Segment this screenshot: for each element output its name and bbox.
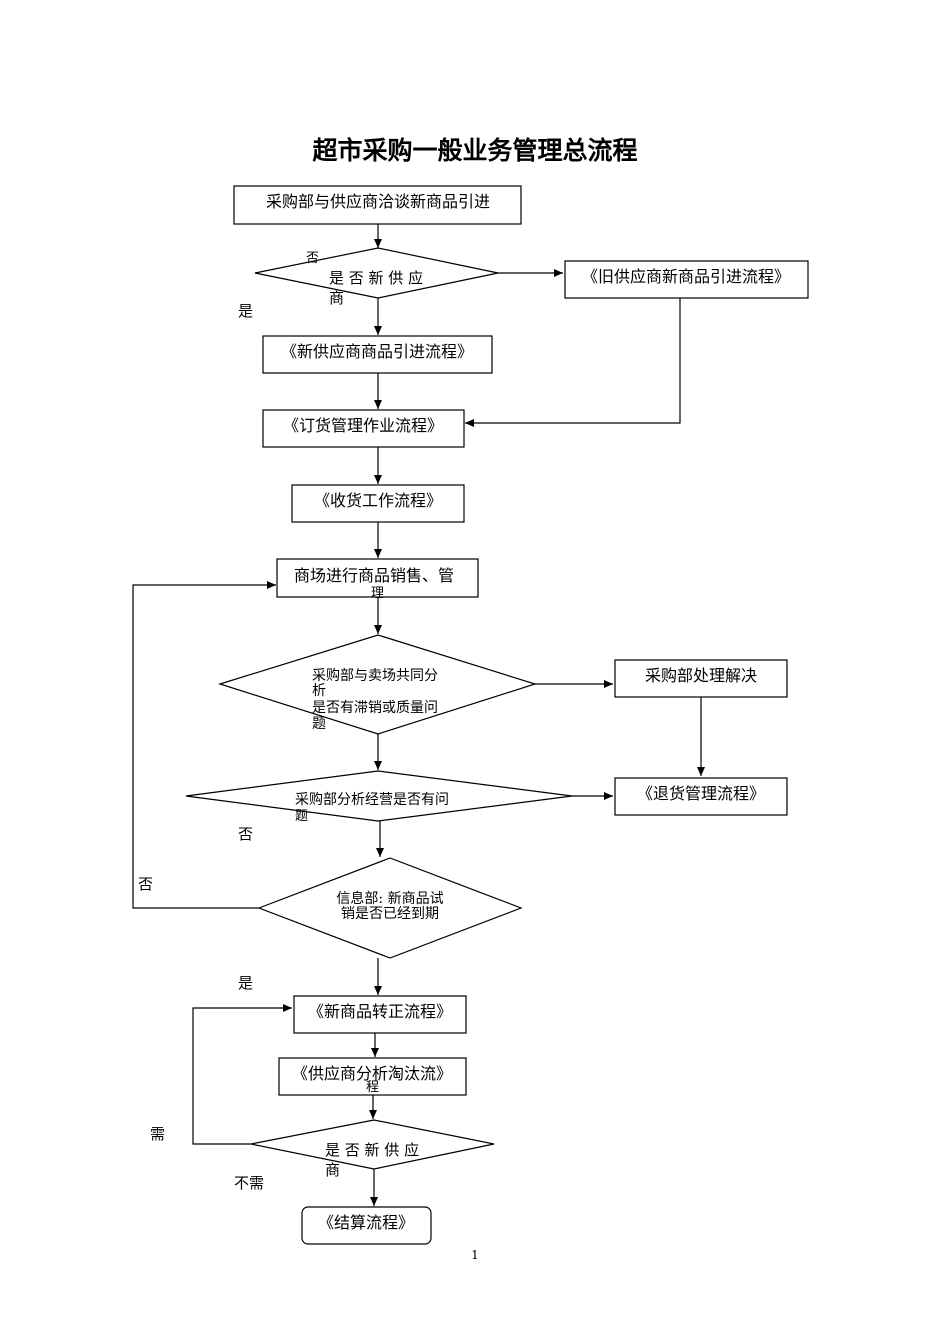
node-old-supplier-flow: 《旧供应商新商品引进流程》	[564, 260, 809, 299]
node-return-flow: 《退货管理流程》	[614, 777, 788, 816]
node-negotiate-label: 采购部与供应商洽谈新商品引进	[266, 192, 490, 211]
node-settle-flow-label: 《结算流程》	[318, 1213, 414, 1232]
arrow-q2-back-to-formal	[192, 1004, 292, 1145]
node-purchase-handle-label: 采购部处理解决	[645, 666, 757, 685]
node-negotiate: 采购部与供应商洽谈新商品引进	[233, 185, 522, 225]
label-yes-1: 是	[238, 302, 253, 320]
decision-trial-line2: 销是否已经到期	[341, 906, 439, 922]
node-new-supplier-flow: 《新供应商商品引进流程》	[262, 335, 493, 374]
decision-operation-line1: 采购部分析经营是否有问	[295, 792, 449, 808]
node-order-flow: 《订货管理作业流程》	[262, 409, 465, 448]
connectors	[132, 224, 705, 1206]
node-sales: 商场进行商品销售、管 理	[276, 558, 479, 601]
node-formal-flow: 《新商品转正流程》	[293, 995, 467, 1034]
arrow-old-flow-to-order	[465, 298, 681, 427]
decision-quality-line4: 题	[312, 716, 326, 732]
label-no-3: 否	[138, 875, 153, 893]
decision-new-supplier-1-line1: 是 否 新 供 应	[329, 269, 423, 287]
decision-quality-line1: 采购部与卖场共同分	[312, 668, 438, 684]
label-no-2: 否	[238, 825, 253, 843]
decision-quality-line2: 析	[312, 683, 326, 699]
label-need: 需	[150, 1125, 165, 1143]
node-eliminate-flow-line2: 程	[366, 1080, 379, 1095]
node-settle-flow: 《结算流程》	[301, 1206, 432, 1245]
arrow-q-trial-back-to-sales	[132, 581, 276, 909]
node-order-flow-label: 《订货管理作业流程》	[283, 416, 443, 435]
decision-operation: 采购部分析经营是否有问 题	[185, 770, 573, 824]
label-yes-2: 是	[238, 974, 253, 992]
decision-trial-line1: 信息部: 新商品试	[336, 890, 443, 907]
node-return-flow-label: 《退货管理流程》	[637, 784, 765, 803]
label-no-need: 不需	[234, 1174, 264, 1192]
node-old-supplier-flow-label: 《旧供应商新商品引进流程》	[582, 267, 790, 286]
label-no-1: 否	[306, 251, 319, 266]
decision-new-supplier-2-line2: 商	[325, 1161, 340, 1179]
decision-quality: 采购部与卖场共同分 析 是否有滞销或质量问 题	[217, 634, 537, 735]
node-sales-line2: 理	[371, 586, 384, 601]
node-receive-flow: 《收货工作流程》	[291, 484, 465, 523]
decision-quality-line3: 是否有滞销或质量问	[312, 700, 438, 716]
decision-new-supplier-1: 是 否 新 供 应 商	[254, 247, 499, 307]
node-receive-flow-label: 《收货工作流程》	[314, 491, 442, 510]
page-number: 1	[471, 1248, 479, 1262]
decision-new-supplier-2-line1: 是 否 新 供 应	[325, 1141, 419, 1159]
node-eliminate-flow-line1: 《供应商分析淘汰流》	[292, 1064, 452, 1083]
node-purchase-handle: 采购部处理解决	[614, 659, 788, 698]
edge-labels: 否 是 否 否 是 需 不需	[138, 251, 319, 1192]
decision-new-supplier-1-line2: 商	[329, 289, 344, 307]
node-eliminate-flow: 《供应商分析淘汰流》 程	[278, 1057, 467, 1096]
decision-operation-line2: 题	[295, 809, 308, 824]
node-sales-line1: 商场进行商品销售、管	[294, 566, 454, 585]
decision-new-supplier-2: 是 否 新 供 应 商	[250, 1119, 495, 1179]
node-new-supplier-flow-label: 《新供应商商品引进流程》	[281, 342, 473, 361]
page-title: 超市采购一般业务管理总流程	[312, 136, 638, 165]
node-formal-flow-label: 《新商品转正流程》	[308, 1002, 452, 1021]
decision-trial: 信息部: 新商品试 销是否已经到期	[257, 857, 523, 959]
